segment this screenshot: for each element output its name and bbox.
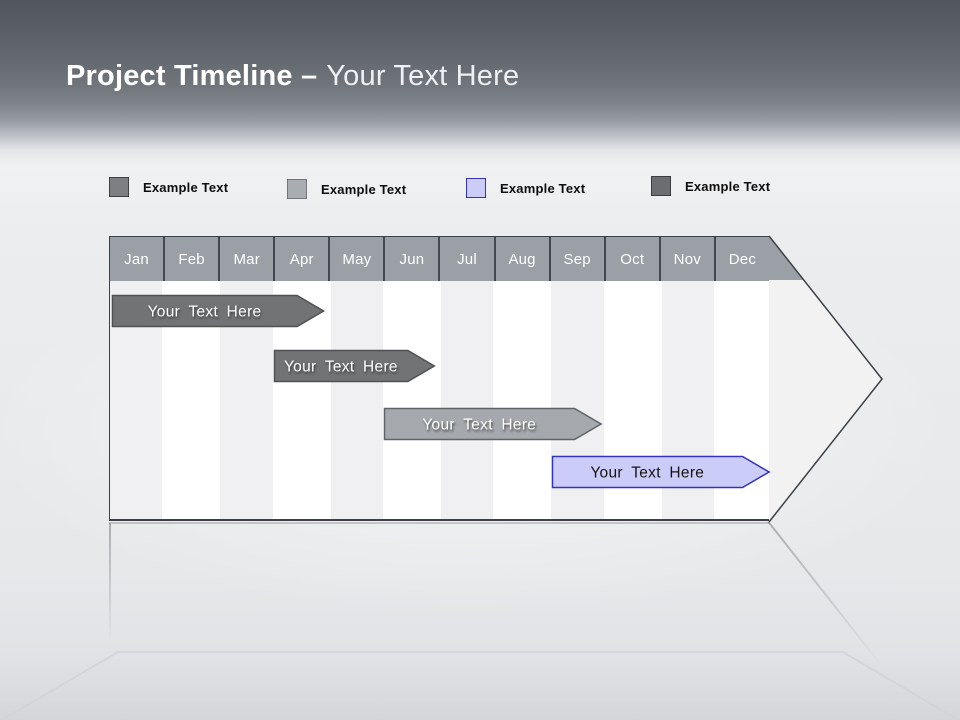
legend-item-3: Example Text (466, 177, 585, 199)
month-cell: May (330, 237, 384, 281)
timeline-chart: Jan Feb Mar Apr May Jun Jul Aug Sep Oct … (109, 236, 770, 521)
legend-label: Example Text (143, 179, 229, 195)
legend-item-2: Example Text (287, 178, 406, 200)
legend-swatch-lavender (466, 178, 486, 198)
month-cell: Jul (440, 237, 494, 281)
month-cell: Jan (110, 237, 164, 281)
legend-item-1: Example Text (109, 176, 228, 198)
slide-title-rest: Your Text Here (326, 60, 520, 92)
timeline-arrowhead (768, 235, 883, 523)
gantt-bar-label: Your Text Here (147, 304, 261, 321)
month-cell: Apr (275, 237, 329, 281)
legend-label: Example Text (321, 181, 407, 197)
slide-title-bold: Project Timeline – (66, 60, 318, 92)
month-cell: Dec (715, 237, 769, 281)
legend-label: Example Text (500, 180, 586, 196)
legend-swatch-dark-gray (109, 177, 129, 197)
legend-swatch-light-gray (287, 179, 307, 199)
timeline-reflection-bottom (109, 522, 770, 524)
timeline-reflection-arrow-edge (767, 521, 882, 666)
legend-swatch-darker-gray (651, 176, 671, 196)
gantt-bar-label: Your Text Here (284, 359, 398, 376)
month-header-row: Jan Feb Mar Apr May Jun Jul Aug Sep Oct … (110, 237, 769, 281)
month-cell: Nov (660, 237, 714, 281)
gantt-bar-shape (274, 349, 437, 383)
gantt-bar-label: Your Text Here (423, 417, 537, 434)
month-cell: Oct (605, 237, 659, 281)
month-cell: Aug (495, 237, 549, 281)
month-cell: Jun (385, 237, 439, 281)
month-cell: Mar (220, 237, 274, 281)
slide-title: Project Timeline –Your Text Here (66, 60, 519, 93)
gantt-bar-3: Your Text Here (384, 407, 603, 441)
gantt-bar-2: Your Text Here (274, 349, 437, 383)
gantt-bar-1: Your Text Here (111, 294, 325, 328)
legend-item-4: Example Text (651, 175, 770, 197)
month-cell: Sep (550, 237, 604, 281)
gantt-bar-label: Your Text Here (591, 465, 705, 482)
gantt-bar-shape (111, 294, 325, 328)
gantt-bar-shape (384, 407, 603, 441)
gantt-bar-4: Your Text Here (552, 455, 771, 489)
legend-label: Example Text (685, 178, 771, 194)
gantt-bar-shape (552, 455, 771, 489)
timeline-reflection-left-edge (109, 523, 111, 643)
month-columns (110, 237, 770, 519)
month-cell: Feb (165, 237, 219, 281)
